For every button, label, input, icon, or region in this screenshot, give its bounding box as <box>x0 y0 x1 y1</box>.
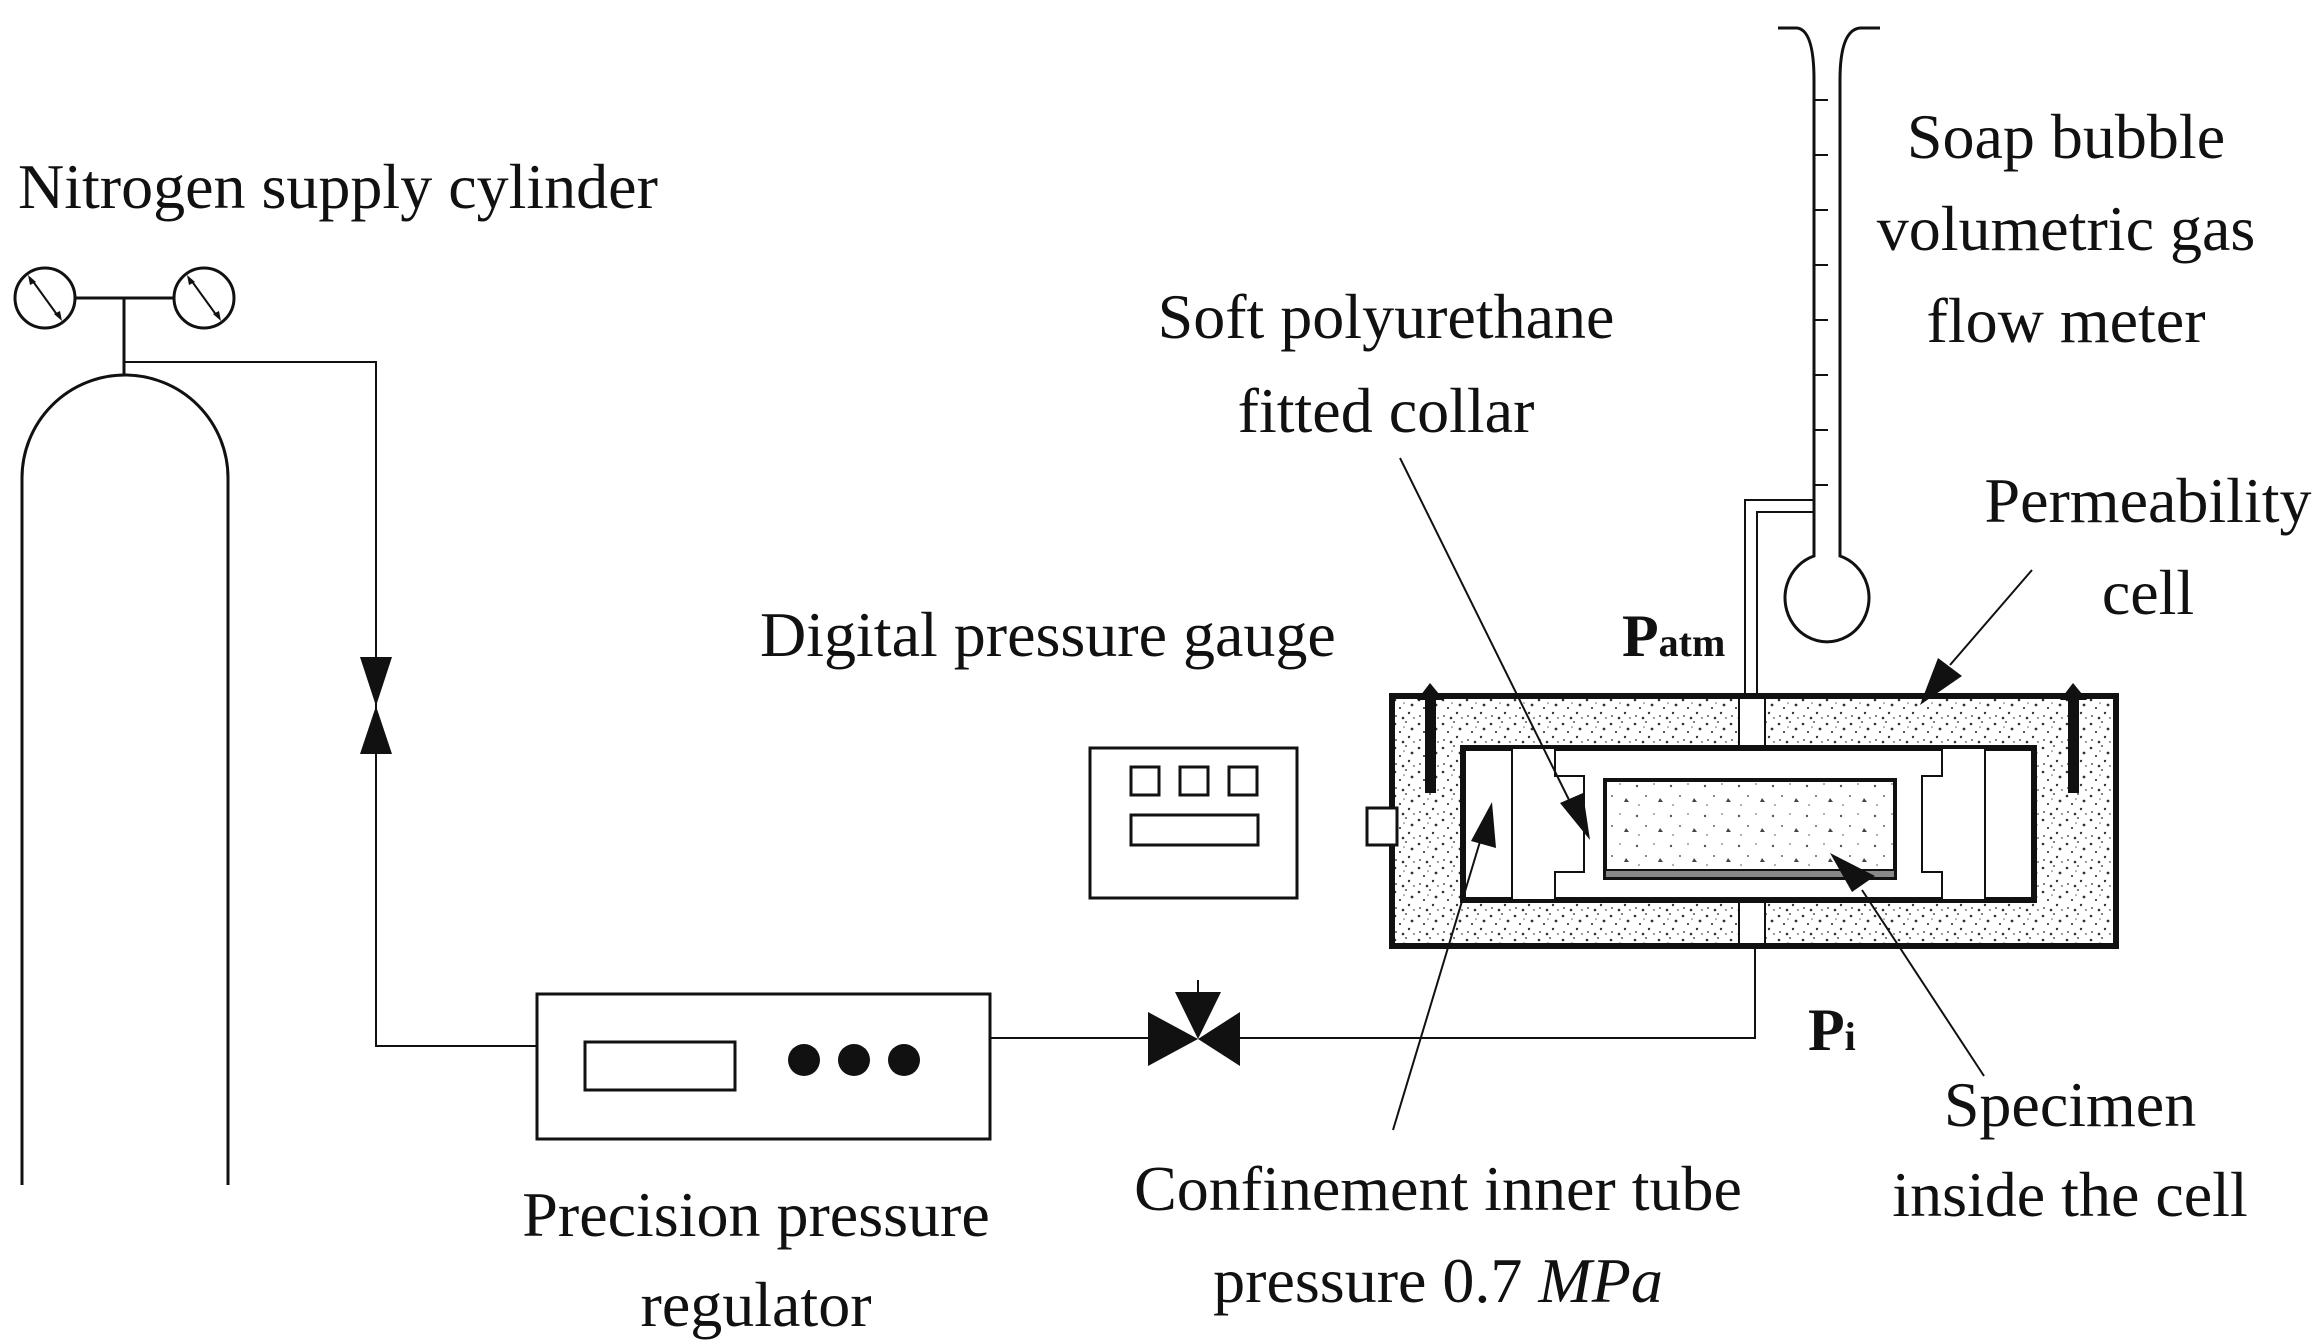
collar-label-2: fitted collar <box>1238 375 1535 446</box>
confinement-label-1: Confinement inner tube <box>1134 1153 1742 1224</box>
regulator-label-2: regulator <box>641 1269 872 1340</box>
digital-pressure-gauge <box>1088 746 1299 900</box>
permeability-cell-leader <box>1920 569 2033 705</box>
bolt-left-icon <box>1417 683 1444 793</box>
flow-meter-label-1: Soap bubble <box>1907 101 2225 172</box>
permeability-cell-label-2: cell <box>2102 557 2194 628</box>
specimen-label-1: Specimen <box>1944 1069 2196 1140</box>
regulator-knob-1 <box>788 1044 820 1076</box>
flow-meter-label-2: volumetric gas <box>1877 193 2256 264</box>
confinement-label-2: pressure 0.7 MPa <box>1213 1245 1663 1316</box>
gauge-display <box>1129 813 1260 847</box>
collar-label-1: Soft polyurethane <box>1158 281 1615 352</box>
collar-left <box>1511 747 1585 901</box>
specimen-label-2: inside the cell <box>1892 1159 2247 1230</box>
cylinder-gauge-right-icon <box>172 266 236 330</box>
regulator-knob-3 <box>888 1044 920 1076</box>
outlet-tube <box>1744 499 1814 700</box>
permeability-cell <box>1365 693 2119 949</box>
permeability-cell-label-1: Permeability <box>1984 465 2311 536</box>
regulator-label-1: Precision pressure <box>522 1179 989 1250</box>
nitrogen-cylinder-label: Nitrogen supply cylinder <box>18 151 658 222</box>
p-i-label: Pi <box>1808 997 1856 1063</box>
flow-meter-label-3: flow meter <box>1927 285 2206 356</box>
collar-leader <box>1399 457 1590 840</box>
shutoff-valve-icon <box>360 657 392 754</box>
cylinder-gauge-left-icon <box>13 266 77 330</box>
soap-bubble-flow-meter <box>1778 26 1880 644</box>
p-atm-label: Patm <box>1622 603 1725 669</box>
digital-gauge-label: Digital pressure gauge <box>760 599 1336 670</box>
specimen <box>1603 778 1897 880</box>
nitrogen-supply-cylinder <box>20 373 230 1185</box>
regulator-display <box>583 1040 737 1092</box>
three-way-valve-icon <box>1148 992 1240 1066</box>
regulator-knob-2 <box>838 1044 870 1076</box>
precision-pressure-regulator <box>535 992 992 1141</box>
confinement-leader <box>1392 802 1496 1131</box>
bolt-right-icon <box>2060 683 2087 793</box>
cylinder-valve-stem <box>75 296 174 375</box>
collar-right <box>1921 747 1986 901</box>
specimen-leader <box>1830 853 1985 1077</box>
